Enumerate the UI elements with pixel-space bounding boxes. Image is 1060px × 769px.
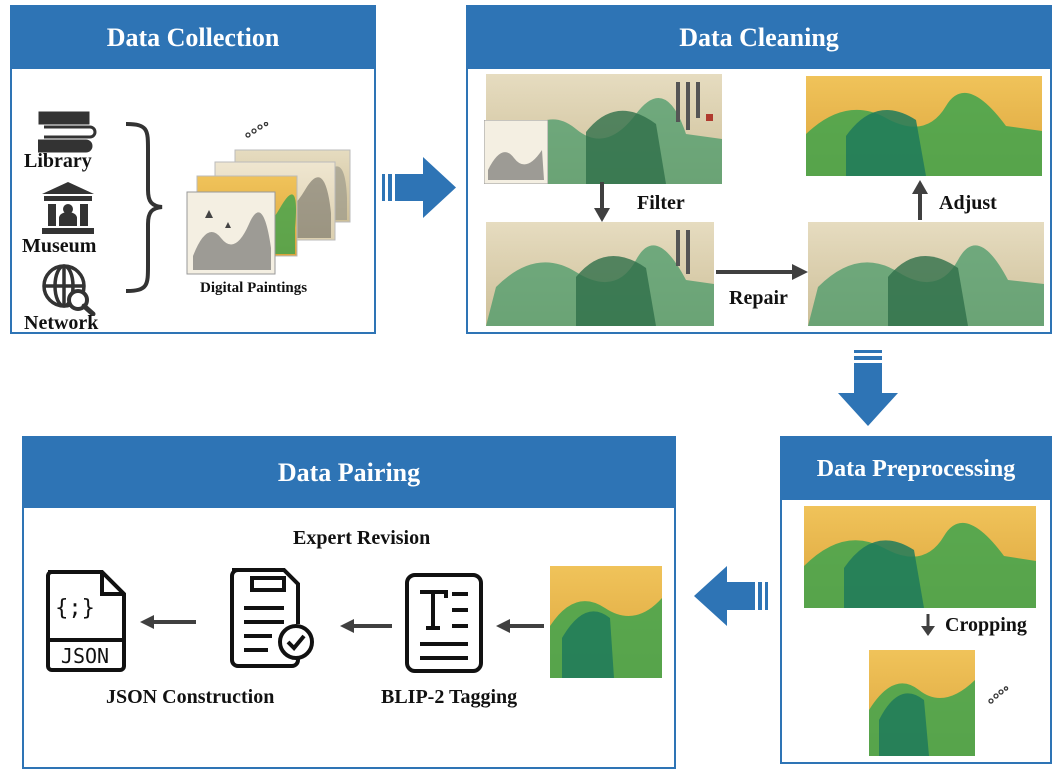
source-library-label: Library	[24, 150, 92, 172]
blip-input-painting	[550, 566, 662, 678]
blip-tagging-label: BLIP-2 Tagging	[381, 686, 518, 708]
digital-paintings-label: Digital Paintings	[200, 280, 308, 296]
arrow-to-expert	[340, 619, 392, 633]
block-arrow-down	[838, 350, 898, 426]
ellipsis-icon	[245, 122, 269, 138]
json-braces-text: {;}	[55, 596, 95, 621]
ellipsis-icon-2	[988, 686, 1010, 704]
text-document-icon	[405, 573, 483, 673]
expert-revision-label: Expert Revision	[293, 527, 431, 549]
books-icon	[38, 111, 97, 153]
repaired-painting	[808, 222, 1044, 326]
json-file-icon: {;} JSON	[42, 568, 128, 672]
source-network-label: Network	[24, 312, 99, 334]
filtered-painting	[486, 222, 714, 326]
globe-search-icon	[42, 264, 96, 316]
block-arrow-right	[382, 157, 456, 218]
block-arrow-left	[694, 566, 768, 626]
json-file-text: JSON	[60, 644, 110, 668]
adjust-arrow	[912, 180, 928, 220]
museum-icon	[42, 182, 94, 234]
cropping-arrow	[921, 614, 935, 636]
filter-arrow	[594, 182, 610, 222]
preprocess-painting	[804, 506, 1036, 608]
paintings-stack	[185, 128, 360, 278]
arrow-to-blip	[496, 619, 544, 633]
repair-label: Repair	[729, 287, 788, 309]
data-cleaning-title: Data Cleaning	[468, 7, 1050, 69]
adjusted-painting	[806, 76, 1042, 176]
json-construction-label: JSON Construction	[106, 686, 275, 708]
arrow-to-json	[140, 615, 196, 629]
cropped-painting	[869, 650, 975, 756]
data-pairing-title: Data Pairing	[24, 438, 674, 508]
checked-document-icon	[230, 568, 314, 668]
adjust-label: Adjust	[939, 192, 997, 214]
data-preprocessing-title: Data Preprocessing	[782, 438, 1050, 500]
repair-arrow	[716, 264, 808, 280]
source-museum-label: Museum	[22, 235, 97, 257]
data-collection-title: Data Collection	[12, 7, 374, 69]
filter-label: Filter	[637, 192, 685, 214]
inset-painting	[484, 120, 548, 184]
curly-brace	[125, 122, 163, 293]
cropping-label: Cropping	[945, 614, 1027, 636]
